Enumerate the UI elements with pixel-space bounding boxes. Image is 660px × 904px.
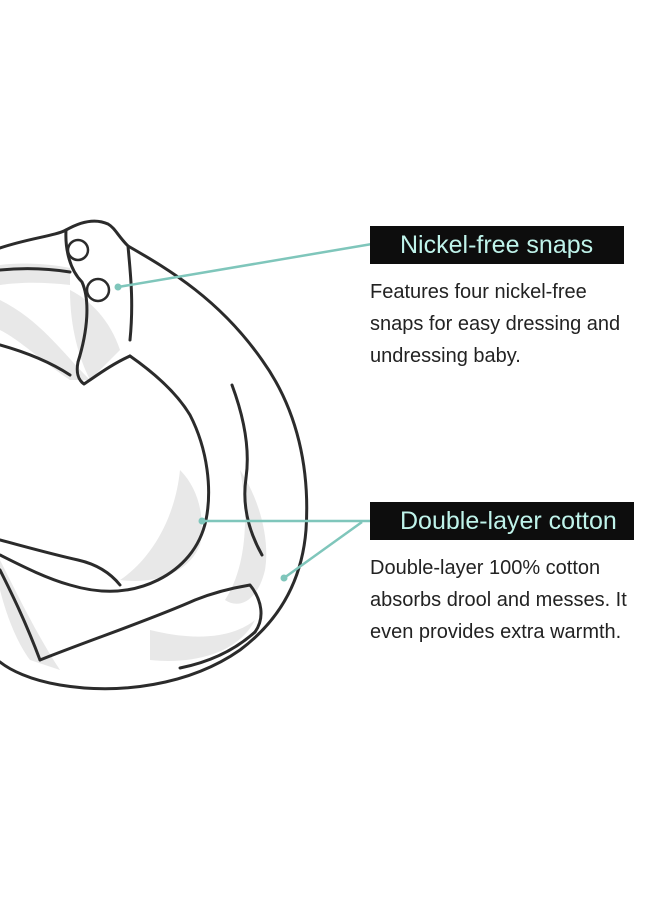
callout-description-cotton: Double-layer 100% cotton absorbs drool a… [370, 557, 627, 643]
leader-dots [114, 283, 288, 582]
leader-lines [117, 242, 373, 580]
leader-line-cotton-lower [283, 520, 363, 580]
callout-label-cotton: Double-layer cotton [370, 502, 634, 540]
snap-icons [66, 238, 111, 303]
callout-description-snaps: Features four nickel-free snaps for easy… [370, 281, 621, 367]
bib-outline [0, 219, 309, 691]
callout-label-snaps: Nickel-free snaps [370, 226, 624, 264]
snap-icon [66, 238, 90, 262]
snap-icon [85, 277, 111, 303]
bib-shading [0, 263, 267, 670]
leader-line-snaps [117, 242, 373, 289]
